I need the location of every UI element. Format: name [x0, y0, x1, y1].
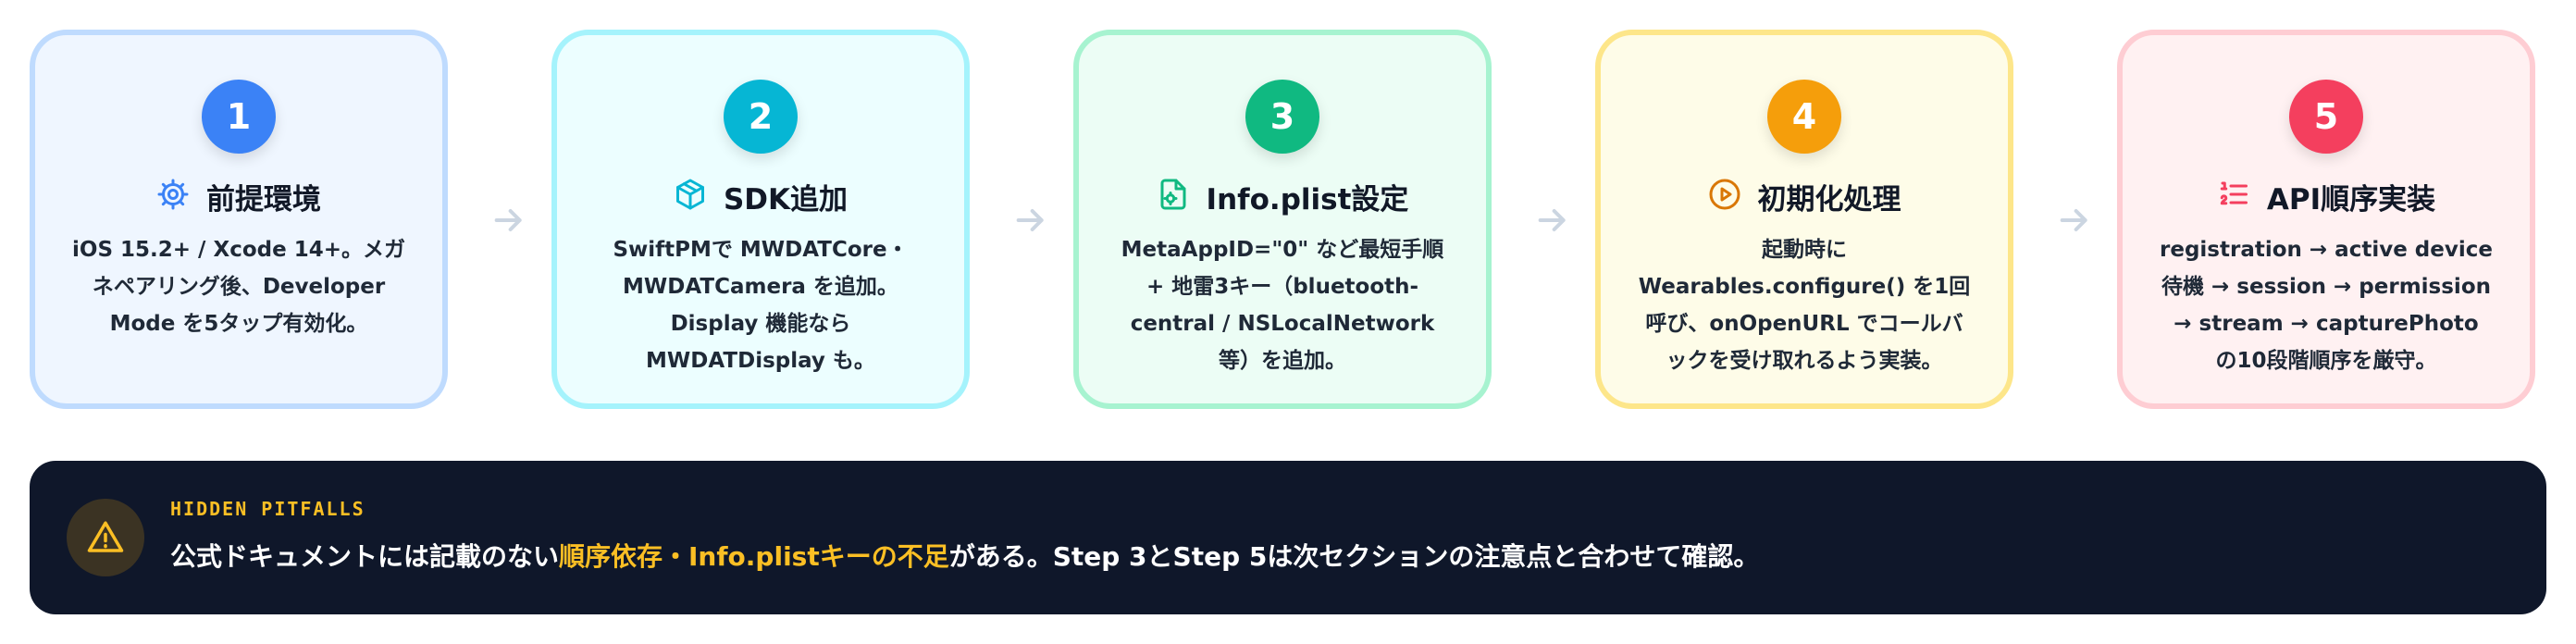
step-description: MetaAppID="0" など最短手順 + 地雷3キー（bluetooth-c…: [1121, 238, 1444, 373]
step-title: SDK追加: [723, 182, 848, 217]
step-description: iOS 15.2+ / Xcode 14+。メガネペアリング後、Develope…: [72, 238, 405, 336]
step-title-row: 初期化処理: [1601, 172, 2008, 220]
hidden-pitfalls-banner: HIDDEN PITFALLS 公式ドキュメントには記載のない順序依存・Info…: [30, 461, 2546, 614]
step-title: Info.plist設定: [1206, 182, 1409, 217]
warning-icon: [67, 499, 144, 576]
step-number-badge: 2: [724, 80, 798, 154]
pitfall-message-before: 公式ドキュメントには記載のない: [170, 541, 560, 572]
pitfall-label: HIDDEN PITFALLS: [170, 498, 365, 520]
step-title-row: API順序実装: [2123, 172, 2530, 220]
arrow-right-icon: [494, 209, 522, 231]
step-title: 前提環境: [206, 182, 321, 217]
step-description: 起動時に Wearables.configure() を1回呼び、onOpenU…: [1638, 238, 1971, 373]
step-title: API順序実装: [2266, 182, 2436, 217]
step-title-row: 前提環境: [35, 172, 442, 220]
pitfall-message: 公式ドキュメントには記載のない順序依存・Info.plistキーの不足がある。S…: [170, 537, 2509, 574]
pitfall-message-highlight: 順序依存・Info.plistキーの不足: [559, 541, 949, 572]
step-title: 初期化処理: [1757, 182, 1901, 217]
step-card-1: 1 前提環境 iOS 15.2+ / Xcode 14+。メガネペアリング後、D…: [30, 30, 448, 409]
arrow-right-icon: [1538, 209, 1566, 231]
file-settings-icon: [1157, 178, 1190, 215]
gear-icon: [156, 178, 190, 215]
step-card-4: 4 初期化処理 起動時に Wearables.configure() を1回呼び…: [1595, 30, 2013, 409]
step-title-row: Info.plist設定: [1079, 172, 1486, 220]
step-number-badge: 4: [1767, 80, 1841, 154]
arrow-right-icon: [2060, 209, 2087, 231]
step-card-2: 2 SDK追加 SwiftPMで MWDATCore・MWDATCamera を…: [551, 30, 970, 409]
pitfall-message-after: がある。Step 3とStep 5は次セクションの注意点と合わせて確認。: [948, 541, 1760, 572]
steps-flow: 1 前提環境 iOS 15.2+ / Xcode 14+。メガネペアリング後、D…: [30, 30, 2546, 416]
step-number-badge: 5: [2289, 80, 2363, 154]
step-card-5: 5 API順序実装 registration → active device待機…: [2117, 30, 2535, 409]
step-number-badge: 3: [1245, 80, 1319, 154]
step-description: SwiftPMで MWDATCore・MWDATCamera を追加。Displ…: [613, 238, 909, 373]
play-circle-icon: [1708, 178, 1741, 215]
step-description: registration → active device待機 → session…: [2160, 238, 2493, 373]
ordered-list-icon: [2217, 178, 2250, 215]
arrow-right-icon: [1016, 209, 1044, 231]
package-icon: [674, 178, 707, 215]
step-number-badge: 1: [202, 80, 276, 154]
step-card-3: 3 Info.plist設定 MetaAppID="0" など最短手順 + 地雷…: [1073, 30, 1492, 409]
step-title-row: SDK追加: [557, 172, 964, 220]
